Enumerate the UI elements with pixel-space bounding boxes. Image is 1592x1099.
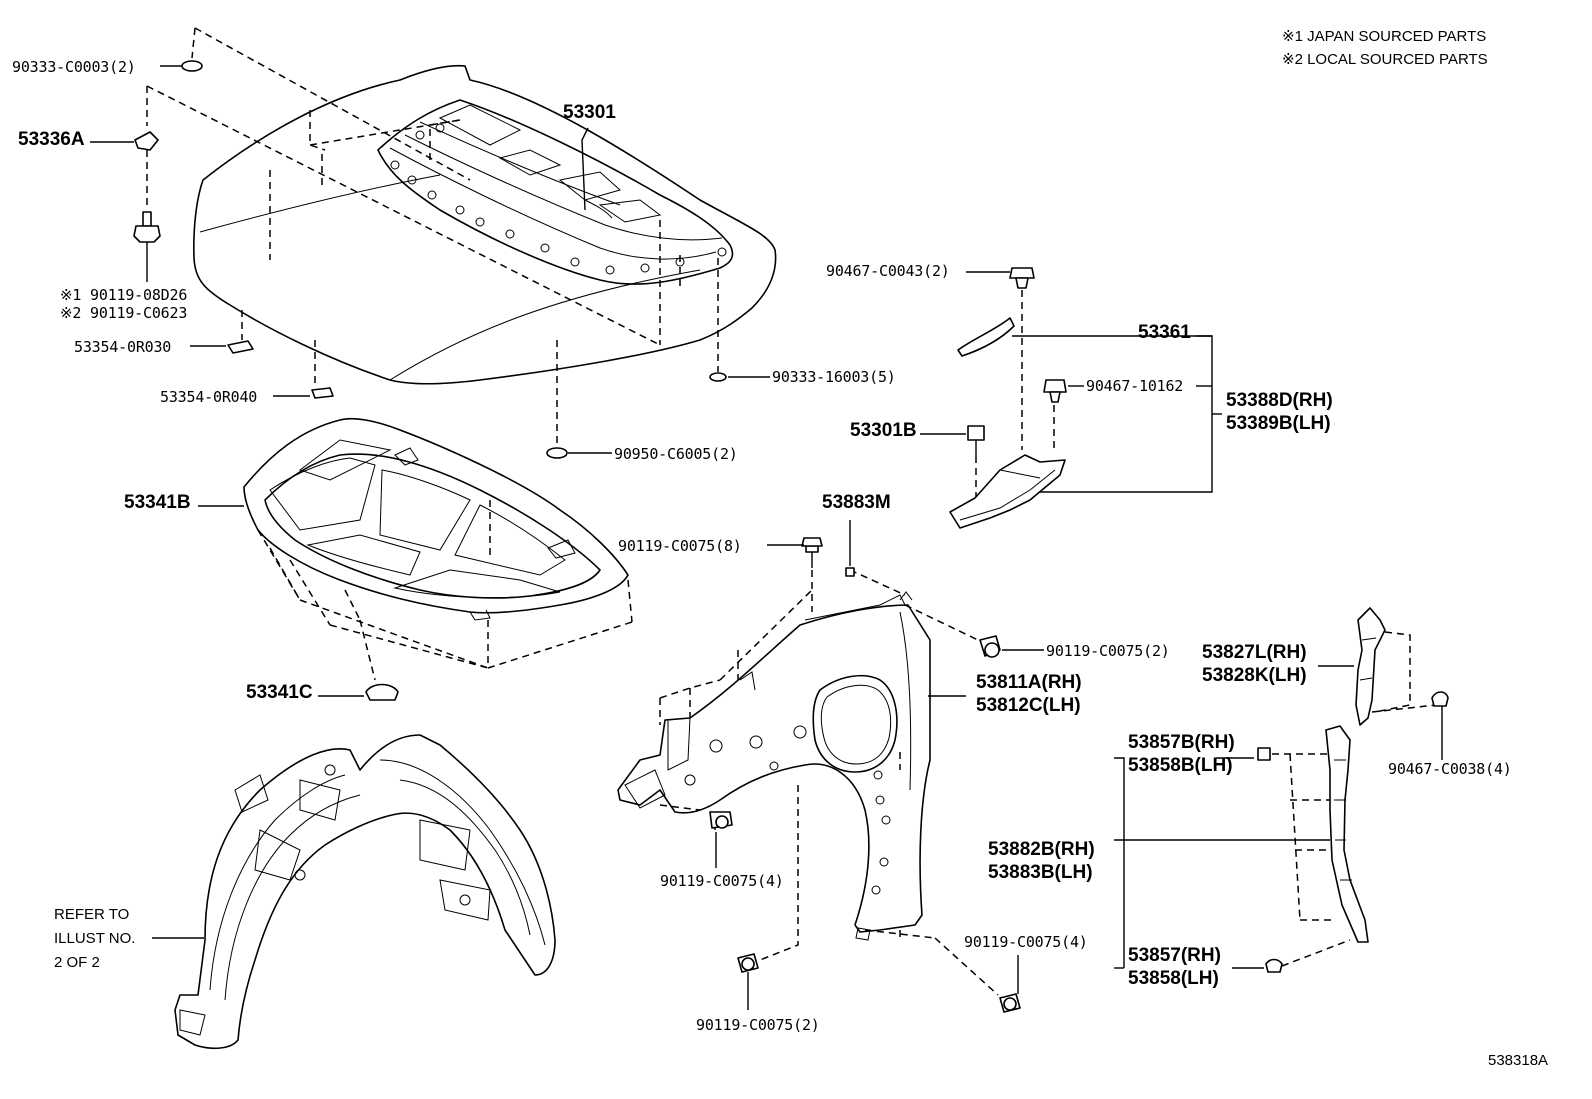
- clip-90333-c0003: [181, 60, 203, 72]
- label-53388d-rh: 53388D(RH): [1226, 390, 1333, 411]
- label-53361: 53361: [1138, 322, 1191, 343]
- label-90119-08d26: ※1 90119-08D26: [60, 286, 188, 304]
- front-fender: [617, 591, 931, 941]
- label-53882b-rh: 53882B(RH): [988, 839, 1095, 860]
- label-90119-c0075-2-top: 90119-C0075(2): [1046, 642, 1170, 660]
- hood-stay-clip-2: [311, 387, 334, 399]
- label-90333-16003: 90333-16003(5): [772, 368, 896, 386]
- clip-90467-10162: [1043, 379, 1067, 403]
- label-53827l-rh: 53827L(RH): [1202, 642, 1307, 663]
- hood-bumper-bracket: [949, 454, 1066, 529]
- plug-53301b: [967, 425, 985, 456]
- plug-90950-c6005: [546, 447, 568, 459]
- label-53811a-rh: 53811A(RH): [976, 672, 1082, 693]
- label-90333-c0003: 90333-C0003(2): [12, 58, 136, 76]
- label-90467-c0038: 90467-C0038(4): [1388, 760, 1512, 778]
- label-53883m: 53883M: [822, 492, 891, 513]
- label-90467-c0043: 90467-C0043(2): [826, 262, 950, 280]
- clip-90467-c0043: [1009, 267, 1035, 289]
- label-53341b: 53341B: [124, 492, 191, 513]
- label-53858-lh: 53858(LH): [1128, 968, 1219, 989]
- illustration-number: 538318A: [1488, 1052, 1549, 1069]
- fender-protector: [1355, 607, 1386, 726]
- label-53828k-lh: 53828K(LH): [1202, 665, 1307, 686]
- fender-bolt-lower-left: [709, 811, 733, 868]
- insulator-clip: [365, 683, 399, 701]
- label-53301: 53301: [563, 102, 616, 123]
- plug-90333-16003: [709, 372, 727, 382]
- label-90119-c0075-4-left: 90119-C0075(4): [660, 872, 784, 890]
- fender-bolt-side: [979, 635, 1001, 658]
- label-53354-0r030: 53354-0R030: [74, 338, 172, 356]
- label-53341c: 53341C: [246, 682, 313, 703]
- label-53812c-lh: 53812C(LH): [976, 695, 1081, 716]
- label-90119-c0623: ※2 90119-C0623: [60, 304, 188, 322]
- label-53354-0r040: 53354-0R040: [160, 388, 258, 406]
- label-53883b-lh: 53883B(LH): [988, 862, 1093, 883]
- label-90467-10162: 90467-10162: [1086, 377, 1184, 395]
- hood-stay-clip-1: [227, 340, 254, 354]
- label-53857-rh: 53857(RH): [1128, 945, 1221, 966]
- clip-53857: [1265, 958, 1283, 973]
- fender-bolt-bottom-right: [999, 955, 1021, 1013]
- fender-bolt-top: [801, 537, 823, 568]
- label-90950-c6005: 90950-C6005(2): [614, 445, 738, 463]
- refer-line-1: REFER TO: [54, 906, 130, 923]
- label-53301b: 53301B: [850, 420, 917, 441]
- nut-53883m: [845, 567, 855, 577]
- note-local-sourced: ※2 LOCAL SOURCED PARTS: [1282, 51, 1488, 68]
- seal-strip-53361: [957, 317, 1015, 357]
- refer-line-2: ILLUST NO.: [54, 930, 136, 947]
- hood-bracket: [134, 131, 159, 151]
- fender-bolt-bottom-left: [737, 953, 759, 1010]
- label-90119-c0075-4-right: 90119-C0075(4): [964, 933, 1088, 951]
- hood-bolt: [133, 211, 161, 282]
- label-53336a: 53336A: [18, 129, 85, 150]
- pad-53857b: [1257, 747, 1271, 761]
- clip-90467-c0038: [1431, 691, 1449, 707]
- fender-liner: [174, 734, 556, 1050]
- hood-insulator: [243, 417, 629, 621]
- fender-seal: [1325, 725, 1369, 943]
- label-53858b-lh: 53858B(LH): [1128, 755, 1233, 776]
- label-53857b-rh: 53857B(RH): [1128, 732, 1235, 753]
- hood-panel: [193, 64, 777, 385]
- note-japan-sourced: ※1 JAPAN SOURCED PARTS: [1282, 28, 1487, 45]
- label-90119-c0075-2-bottom: 90119-C0075(2): [696, 1016, 820, 1034]
- label-53389b-lh: 53389B(LH): [1226, 413, 1331, 434]
- label-90119-c0075-8: 90119-C0075(8): [618, 537, 742, 555]
- refer-line-3: 2 OF 2: [54, 954, 100, 971]
